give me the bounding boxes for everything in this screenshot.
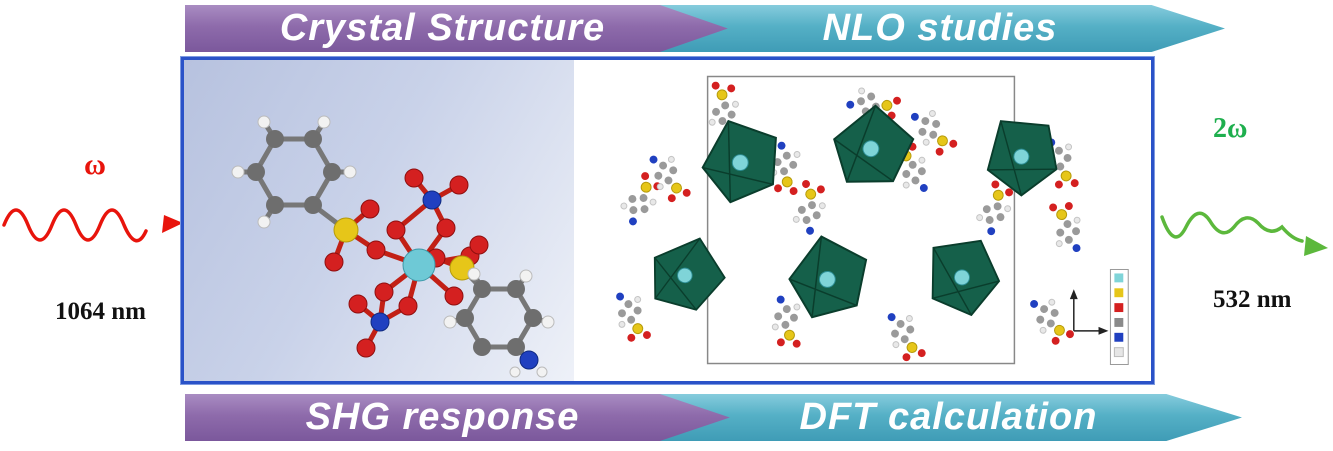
banner-nlo-studies-label: NLO studies bbox=[822, 7, 1058, 49]
axis-icon bbox=[1069, 289, 1109, 335]
molecule-structure-image bbox=[231, 115, 555, 378]
banner-crystal-structure: Crystal Structure bbox=[185, 5, 755, 52]
banner-nlo-studies: NLO studies bbox=[660, 5, 1225, 52]
atom-color-legend bbox=[1109, 268, 1129, 365]
output-wavelength-label: 532 nm bbox=[1213, 286, 1292, 313]
banner-crystal-structure-label: Crystal Structure bbox=[279, 7, 606, 49]
input-wavelength-label: 1064 nm bbox=[55, 298, 146, 325]
crystal-packing-image bbox=[611, 75, 1129, 365]
output-frequency-label: 2ω bbox=[1213, 113, 1248, 144]
figure-box bbox=[180, 56, 1155, 385]
banner-shg-response: SHG response bbox=[185, 394, 755, 441]
banner-dft-calculation: DFT calculation bbox=[660, 394, 1242, 441]
input-frequency-label: ω bbox=[84, 148, 106, 181]
molecule-panel bbox=[184, 60, 574, 381]
packing-panel bbox=[574, 60, 1151, 381]
banner-dft-calculation-label: DFT calculation bbox=[799, 396, 1098, 438]
input-wave-arrow-icon bbox=[2, 208, 183, 243]
output-wave-arrow-icon bbox=[1160, 211, 1328, 256]
unit-cell-outline bbox=[706, 75, 1016, 365]
banner-shg-response-label: SHG response bbox=[305, 396, 580, 438]
